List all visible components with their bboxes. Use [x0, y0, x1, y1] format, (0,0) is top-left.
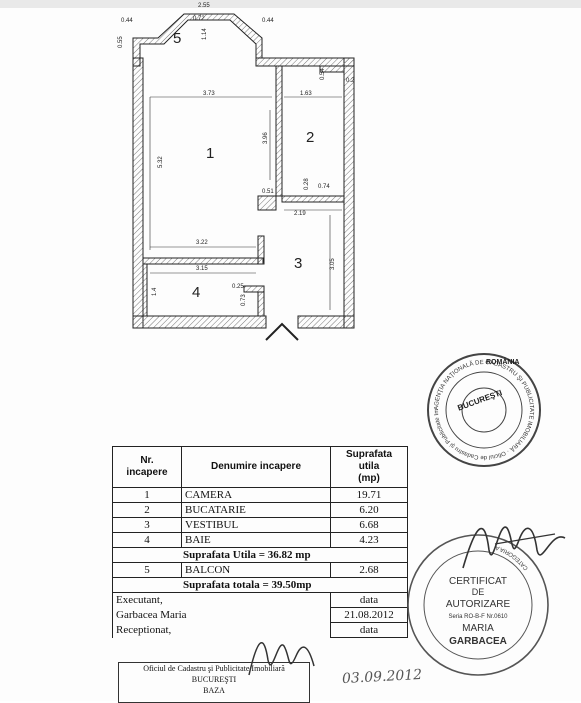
- balcony-outline: [132, 13, 263, 59]
- header-denumire: Denumire incapere: [181, 446, 331, 488]
- balcon-row: 5 BALCON 2.68: [112, 562, 408, 578]
- cert-line-1: CERTIFICAT: [449, 576, 507, 587]
- room-number-5: 5: [173, 30, 181, 47]
- total-row: Suprafata totala = 39.50mp: [112, 577, 408, 593]
- viewer-top-edge: [0, 0, 581, 8]
- executant-row: Executant, data: [112, 592, 408, 608]
- header-nr: Nr. incapere: [112, 446, 182, 488]
- dim-025: 0.25: [232, 284, 244, 290]
- dim-073: 0.73: [241, 294, 247, 306]
- rooms-table: Nr. incapere Denumire incapere Suprafata…: [112, 446, 408, 638]
- dim-14: 1.4: [152, 287, 158, 296]
- entrance-arrow: [265, 322, 299, 341]
- dim-322: 3.22: [196, 240, 208, 246]
- dim-top-mid: 0.72: [193, 16, 205, 22]
- dim-532: 5.32: [158, 156, 164, 168]
- room-number-1: 1: [206, 145, 214, 162]
- dim-315: 3.15: [196, 266, 208, 272]
- receptionat-row: Receptionat, data: [112, 622, 408, 638]
- stamp-city: BUCUREŞTI: [456, 388, 503, 412]
- dimension-lines: [149, 96, 342, 310]
- signature: [462, 526, 566, 569]
- cert-line-3: AUTORIZARE: [446, 599, 511, 610]
- cert-line-4: Seria RO-B-F Nr.0610: [448, 614, 508, 620]
- dim-219: 2.19: [294, 211, 306, 217]
- cert-line-6: GARBACEA: [449, 636, 507, 647]
- bottom-stamp: Oficiul de Cadastru şi Publicitate Imobi…: [118, 662, 310, 703]
- dim-074: 0.74: [318, 184, 330, 190]
- table-row: 1 CAMERA 19.71: [112, 487, 408, 503]
- dim-top-right: 0.44: [262, 18, 274, 24]
- total-utila-row: Suprafata Utila = 36.82 mp: [112, 547, 408, 563]
- dim-02: 0.2: [346, 78, 355, 84]
- header-suprafata: Suprafata utila (mp): [330, 446, 408, 488]
- cert-line-5: MARIA: [462, 623, 494, 634]
- table-header-row: Nr. incapere Denumire incapere Suprafata…: [112, 446, 408, 488]
- dim-373: 3.73: [203, 91, 215, 97]
- room-number-2: 2: [306, 129, 314, 146]
- dim-305: 3.05: [330, 258, 336, 270]
- dim-396: 3.96: [263, 132, 269, 144]
- stamp-country: ROMÂNIA: [486, 357, 519, 366]
- dim-163: 1.63: [300, 91, 312, 97]
- dim-054: 0.54: [320, 68, 326, 80]
- room-number-4: 4: [192, 284, 200, 301]
- table-row: 3 VESTIBUL 6.68: [112, 517, 408, 533]
- dim-balcony-side: 0.55: [118, 36, 124, 48]
- cert-line-2: DE: [472, 587, 485, 597]
- round-stamp: AGENŢIA NAŢIONALĂ DE CADASTRU ŞI PUBLICI…: [424, 350, 541, 467]
- table-row: 4 BAIE 4.23: [112, 532, 408, 548]
- dim-028: 0.28: [304, 178, 310, 190]
- dim-top-width: 2.55: [198, 3, 210, 9]
- outer-walls: [132, 57, 355, 329]
- table-row: 2 BUCATARIE 6.20: [112, 502, 408, 518]
- room-number-3: 3: [294, 255, 302, 272]
- inner-walls: [142, 65, 345, 317]
- certificate-stamp: CATEGORIA A CERTIFICAT DE AUTORIZARE Ser…: [407, 534, 549, 676]
- author-row: Garbacea Maria 21.08.2012: [112, 607, 408, 623]
- dim-051: 0.51: [262, 189, 274, 195]
- signature-receptionat: [248, 641, 315, 676]
- dim-top-left: 0.44: [121, 18, 133, 24]
- dim-balcony-depth: 1.14: [202, 28, 208, 40]
